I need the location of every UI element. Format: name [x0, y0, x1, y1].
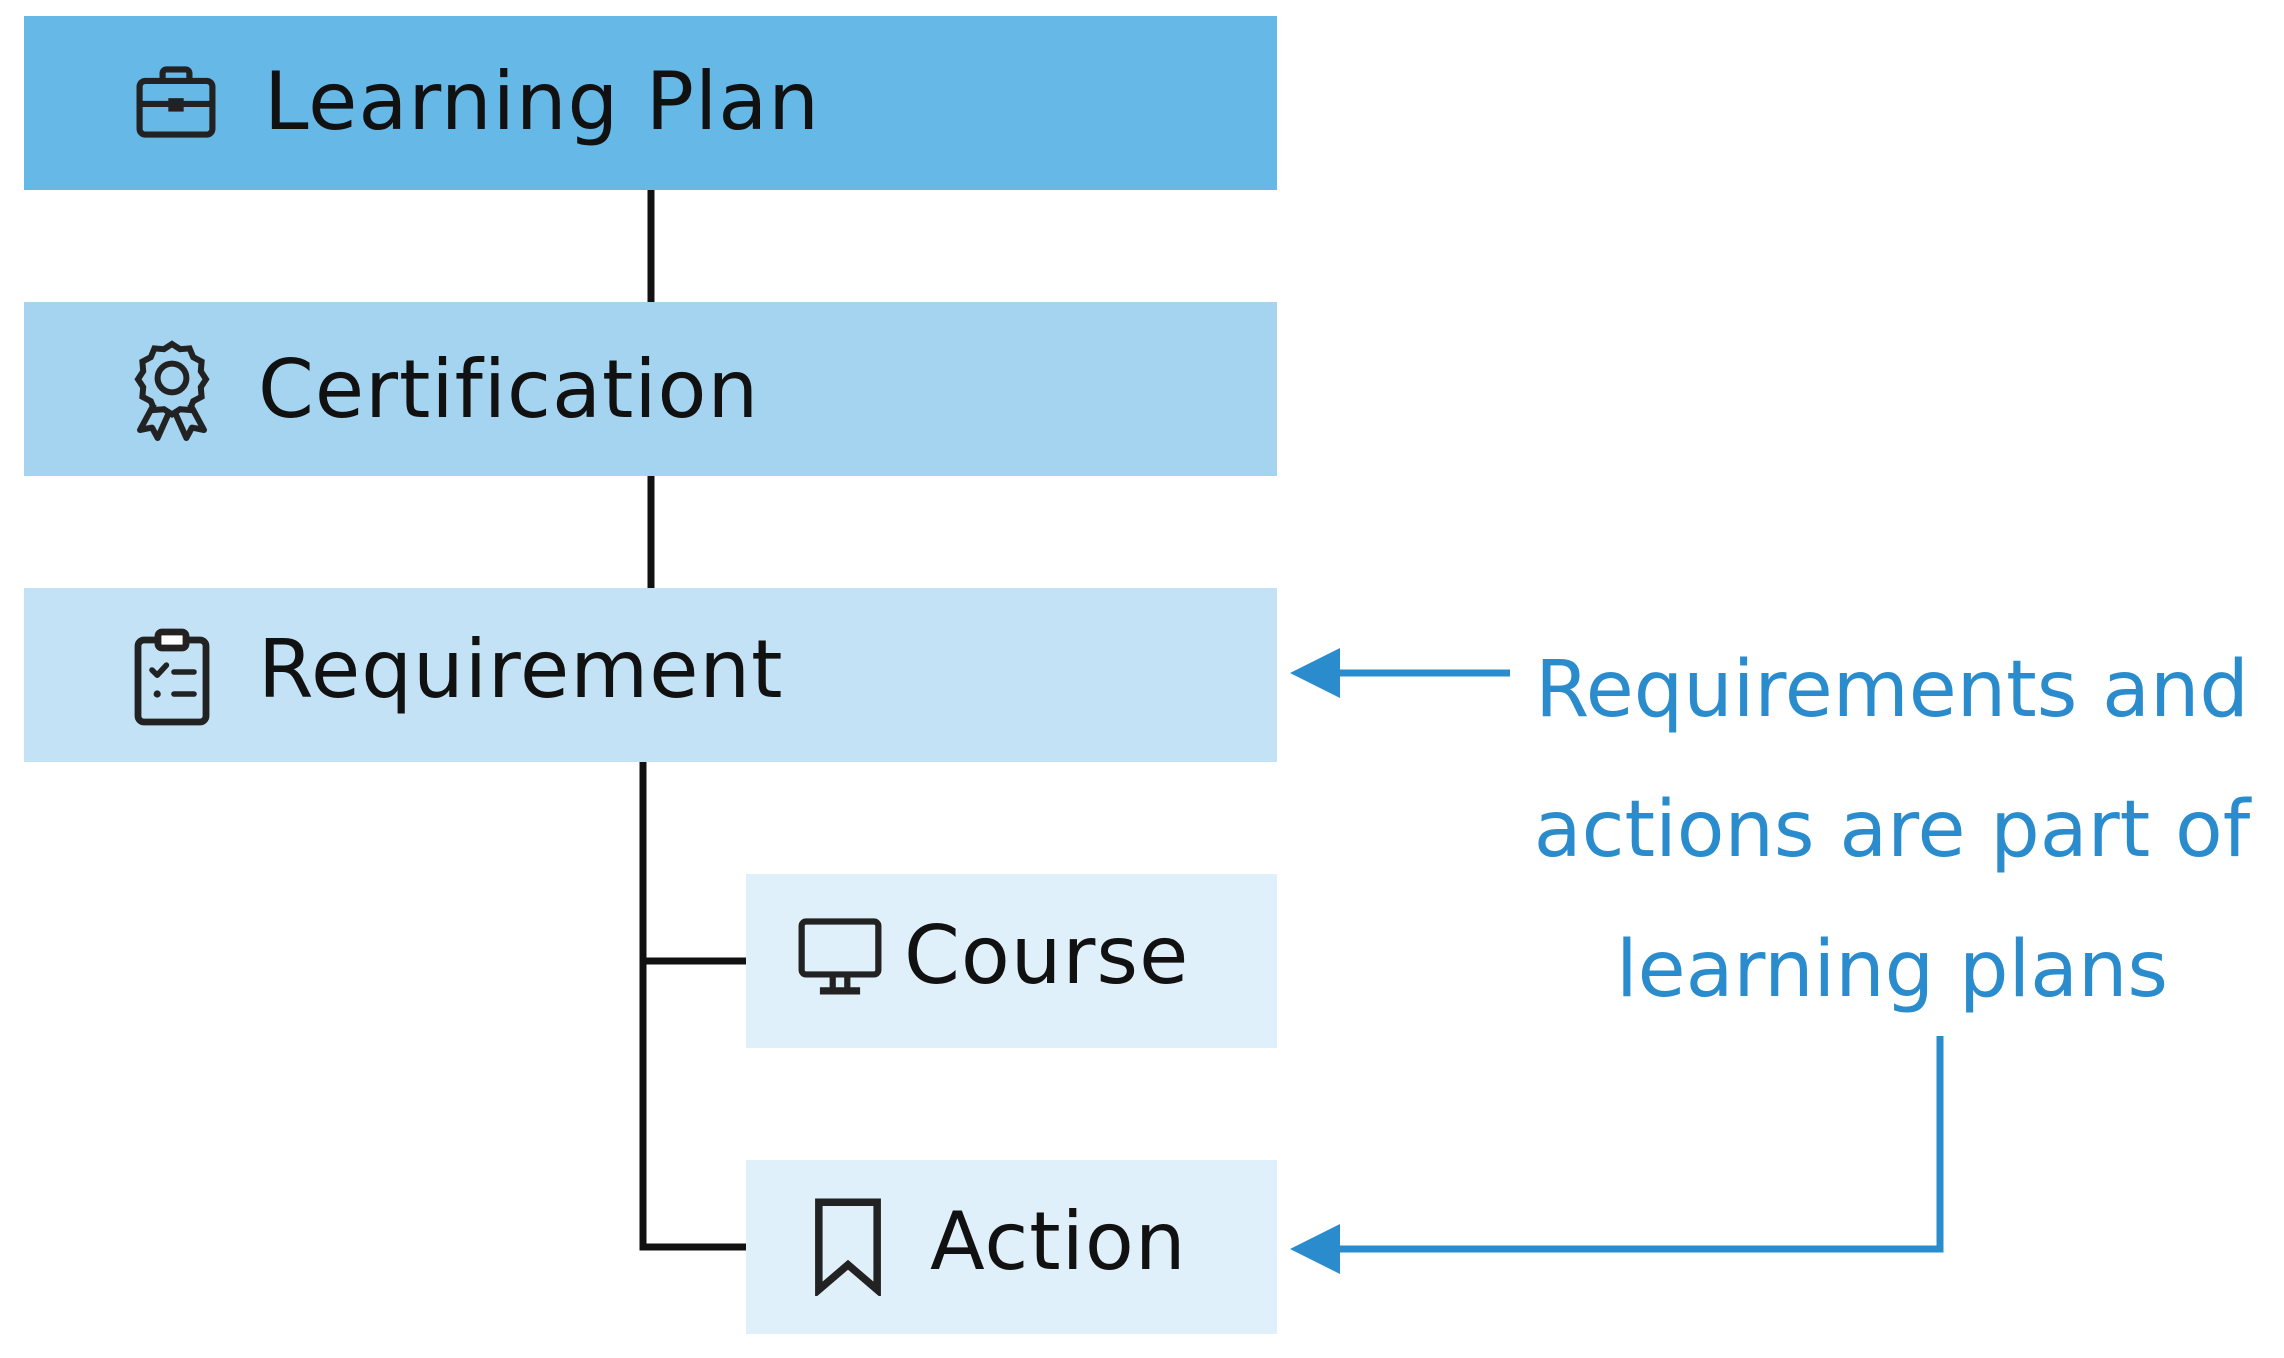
node-learning-plan: Learning Plan: [24, 16, 1277, 190]
annotation-line: actions are part of: [1533, 785, 2251, 875]
connector-requirement-action: [639, 762, 746, 1251]
node-course-label: Course: [904, 909, 1190, 1002]
node-course: Course: [746, 874, 1277, 1048]
award-ribbon-icon: [134, 340, 210, 441]
node-requirement-label: Requirement: [258, 623, 784, 716]
annotation-line: Requirements and: [1535, 645, 2249, 735]
node-action: Action: [746, 1160, 1277, 1334]
arrow-to-requirement-head: [1290, 648, 1340, 698]
bookmark-icon: [815, 1198, 881, 1296]
annotation-note: Requirements and actions are part of lea…: [1500, 620, 2284, 1040]
arrow-to-action-shaft: [1330, 1036, 1944, 1253]
node-learning-plan-label: Learning Plan: [264, 55, 820, 148]
node-requirement: Requirement: [24, 588, 1277, 762]
node-action-label: Action: [930, 1195, 1187, 1288]
clipboard-checklist-icon: [134, 628, 210, 726]
node-certification: Certification: [24, 302, 1277, 476]
briefcase-icon: [136, 66, 216, 138]
monitor-icon: [798, 918, 882, 995]
arrow-to-action-head: [1290, 1224, 1340, 1274]
node-certification-label: Certification: [258, 343, 760, 436]
annotation-line: learning plans: [1615, 925, 2169, 1015]
